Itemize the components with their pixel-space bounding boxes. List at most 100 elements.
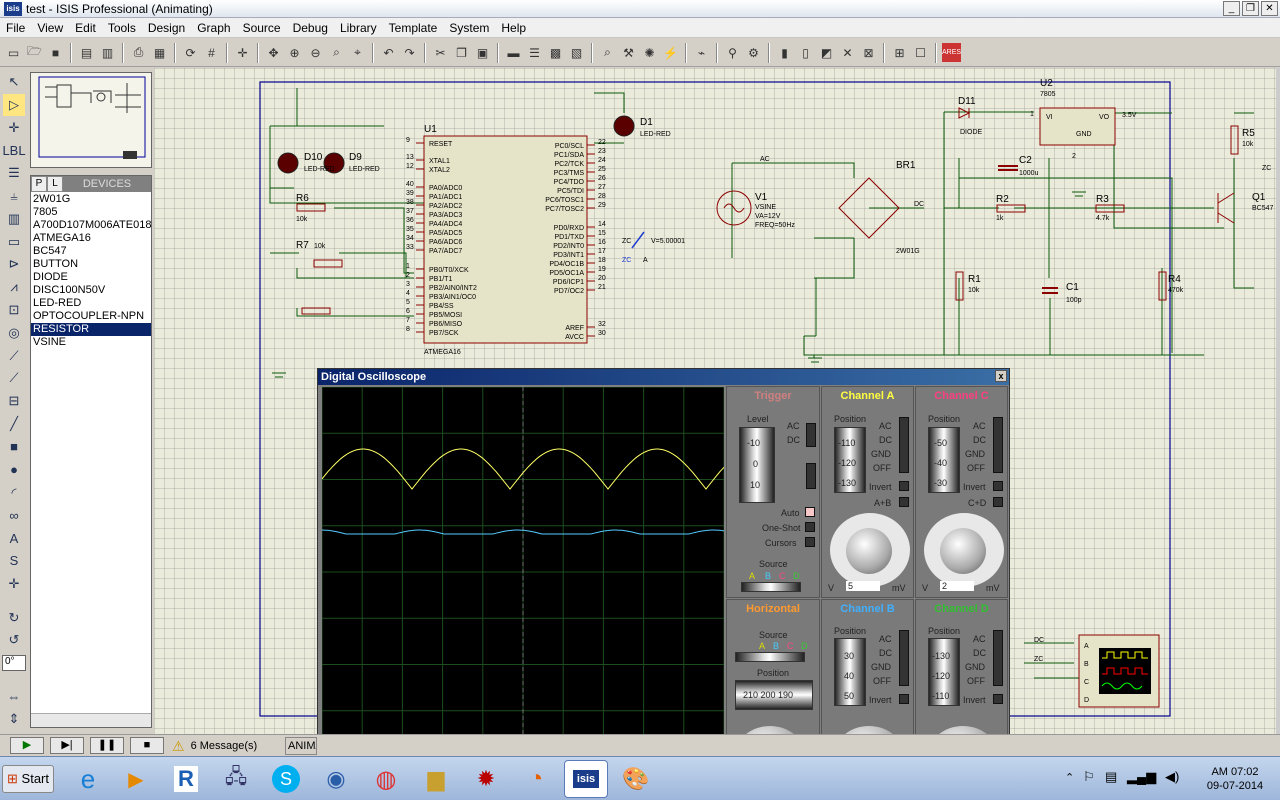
- horizontal-source-a[interactable]: A: [759, 641, 766, 651]
- signal-icon[interactable]: ▂▄▆: [1127, 769, 1157, 784]
- channel-a-sum-button[interactable]: [899, 497, 909, 507]
- device-item[interactable]: LED-RED: [33, 297, 82, 309]
- mirror-x-icon[interactable]: ⇔: [7, 688, 21, 704]
- device-item[interactable]: DIODE: [33, 271, 68, 283]
- trigger-source-slider[interactable]: [741, 582, 801, 592]
- save-icon[interactable]: ■: [51, 45, 60, 60]
- tray-expand-icon[interactable]: ⌃: [1065, 772, 1075, 784]
- mirror-y-icon[interactable]: ⇕: [8, 710, 20, 726]
- device-item[interactable]: BC547: [33, 245, 67, 257]
- channel-c-sum-button[interactable]: [993, 497, 1003, 507]
- oscilloscope-titlebar[interactable]: Digital Oscilloscope x: [318, 369, 1009, 385]
- canvas-vertical-scrollbar[interactable]: [1276, 68, 1280, 734]
- menu-help[interactable]: Help: [501, 20, 527, 35]
- device-item[interactable]: A700D107M006ATE018: [33, 219, 152, 231]
- virtual-instruments-icon[interactable]: ⊟: [8, 393, 20, 409]
- network-icon[interactable]: 🖧: [224, 766, 248, 788]
- trigger-auto-button[interactable]: [805, 507, 815, 517]
- device-list-scrollbar[interactable]: [31, 713, 151, 727]
- ares-logo-icon[interactable]: ARES: [942, 43, 961, 62]
- trigger-source-a[interactable]: A: [749, 571, 756, 581]
- menu-system[interactable]: System: [449, 20, 490, 35]
- flag-icon[interactable]: ⚐: [1083, 769, 1095, 784]
- ares-icon[interactable]: ☐: [915, 45, 926, 60]
- text-script-icon[interactable]: ☰: [8, 165, 20, 181]
- trigger-level-drum[interactable]: [739, 427, 775, 503]
- menu-design[interactable]: Design: [147, 20, 186, 35]
- rotation-input[interactable]: 0°: [2, 655, 26, 672]
- horizontal-source-c[interactable]: C: [787, 641, 794, 651]
- device-item[interactable]: BUTTON: [33, 258, 79, 270]
- channel-d-position-drum[interactable]: [928, 638, 960, 706]
- channel-c-volts-knob[interactable]: [940, 528, 986, 574]
- menu-library[interactable]: Library: [339, 20, 377, 35]
- channel-c-coupling-switch[interactable]: [993, 417, 1003, 473]
- junction-dot-icon[interactable]: ✛: [8, 119, 20, 135]
- clock[interactable]: AM 07:02 09-07-2014: [1200, 765, 1270, 793]
- make-device-icon[interactable]: ⚒: [623, 45, 634, 60]
- graph-icon[interactable]: ⩘: [10, 279, 18, 295]
- channel-c-position-drum[interactable]: [928, 427, 960, 493]
- channel-a-invert-button[interactable]: [899, 481, 909, 491]
- arc-icon[interactable]: ◜: [11, 484, 17, 500]
- horizontal-source-b[interactable]: B: [773, 641, 780, 651]
- start-button[interactable]: ⊞ Start: [2, 765, 54, 793]
- terminals-icon[interactable]: ▭: [7, 233, 21, 249]
- open-folder-icon[interactable]: 🗁: [27, 44, 42, 58]
- pan-icon[interactable]: ✥: [268, 45, 279, 60]
- device-item[interactable]: 2W01G: [33, 193, 71, 205]
- device-item[interactable]: OPTOCOUPLER-NPN: [33, 310, 145, 322]
- channel-a-coupling-switch[interactable]: [899, 417, 909, 473]
- trigger-coupling-switch[interactable]: [806, 423, 816, 447]
- r-app-icon[interactable]: R: [164, 760, 208, 798]
- path-icon[interactable]: ∞: [9, 507, 19, 523]
- thunderbird-icon[interactable]: ◉: [326, 766, 346, 791]
- device-item[interactable]: 7805: [33, 206, 58, 218]
- new-file-icon[interactable]: ▭: [7, 45, 20, 60]
- import-icon[interactable]: ▤: [80, 45, 93, 60]
- menu-tools[interactable]: Tools: [107, 20, 136, 35]
- zoom-child-icon[interactable]: ◩: [820, 45, 833, 60]
- explorer-icon[interactable]: ▆: [427, 766, 445, 791]
- box-icon[interactable]: ■: [10, 439, 18, 455]
- media-player-icon[interactable]: ▶: [128, 768, 144, 791]
- selection-mode-icon[interactable]: ↖: [8, 73, 20, 89]
- menu-template[interactable]: Template: [388, 20, 438, 35]
- grid-icon[interactable]: #: [208, 45, 215, 60]
- voltage-probe-icon[interactable]: ⟋: [9, 347, 19, 363]
- pause-button[interactable]: ❚❚: [90, 737, 124, 754]
- new-sheet-icon[interactable]: ▮: [781, 45, 788, 60]
- zoom-area-icon[interactable]: ⌖: [354, 45, 361, 59]
- package-tool-icon[interactable]: ✺: [644, 45, 655, 60]
- paint-icon[interactable]: 🎨: [622, 766, 650, 791]
- bom-icon[interactable]: ✕: [842, 45, 853, 60]
- block-delete-icon[interactable]: ▧: [570, 45, 583, 60]
- block-move-icon[interactable]: ☰: [529, 45, 540, 60]
- wire-autorouter-icon[interactable]: ⌁: [697, 45, 706, 60]
- menu-view[interactable]: View: [37, 20, 64, 35]
- cut-icon[interactable]: ✂: [435, 45, 446, 60]
- pick-devices-button[interactable]: P: [31, 176, 47, 192]
- block-rotate-icon[interactable]: ▩: [549, 45, 562, 60]
- channel-b-invert-button[interactable]: [899, 694, 909, 704]
- rotate-cw-icon[interactable]: ↻: [8, 609, 20, 625]
- text-icon[interactable]: A: [9, 530, 19, 546]
- marker-icon[interactable]: ✛: [8, 575, 20, 591]
- refresh-icon[interactable]: ⟳: [185, 45, 196, 60]
- trigger-source-b[interactable]: B: [765, 571, 772, 581]
- circle-icon[interactable]: ●: [10, 462, 18, 478]
- search-tag-icon[interactable]: ⚲: [728, 45, 737, 60]
- maximize-button[interactable]: ❐: [1242, 1, 1259, 16]
- overview-window[interactable]: [30, 72, 152, 168]
- firefox-icon[interactable]: ◔: [528, 765, 544, 792]
- undo-icon[interactable]: ↶: [383, 45, 394, 60]
- device-item-selected[interactable]: RESISTOR: [31, 323, 151, 336]
- library-manager-button[interactable]: L: [47, 176, 63, 192]
- block-copy-icon[interactable]: ▬: [507, 45, 520, 60]
- erc-icon[interactable]: ⊠: [863, 45, 874, 60]
- menu-graph[interactable]: Graph: [197, 20, 231, 35]
- menu-debug[interactable]: Debug: [292, 20, 328, 35]
- paste-icon[interactable]: ▣: [476, 45, 489, 60]
- origin-icon[interactable]: ✛: [237, 45, 248, 60]
- close-button[interactable]: ✕: [1261, 1, 1278, 16]
